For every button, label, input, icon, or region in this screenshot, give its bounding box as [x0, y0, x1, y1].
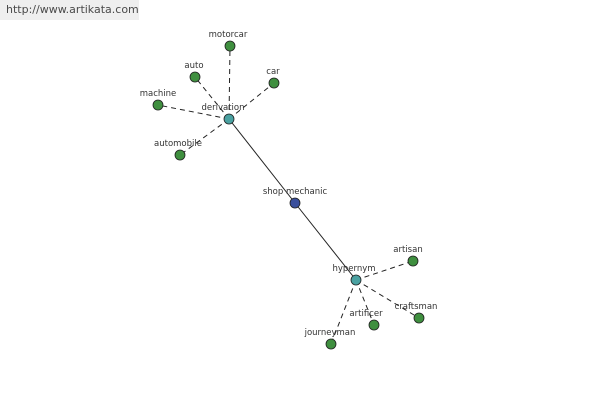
watermark-url: http://www.artikata.com — [0, 0, 139, 20]
edge-derivation-automobile — [179, 118, 230, 156]
nodes-layer — [152, 40, 425, 350]
labels-layer: motorcar auto car machine automobile artisan c… — [140, 30, 438, 338]
label-auto: auto — [184, 61, 203, 71]
node-car[interactable] — [268, 77, 280, 89]
node-artisan[interactable] — [407, 255, 419, 267]
edge-derivation-machine — [157, 104, 230, 120]
label-derivation: derivation — [201, 103, 244, 113]
edge-derivation-auto — [194, 76, 230, 120]
node-motorcar[interactable] — [224, 40, 236, 52]
label-artisan: artisan — [393, 245, 422, 255]
node-derivation[interactable] — [223, 113, 235, 125]
node-artificer[interactable] — [368, 319, 380, 331]
node-auto[interactable] — [189, 71, 201, 83]
label-journeyman: journeyman — [304, 328, 356, 338]
node-craftsman[interactable] — [413, 312, 425, 324]
label-car: car — [266, 67, 280, 77]
label-motorcar: motorcar — [209, 30, 248, 40]
node-machine[interactable] — [152, 99, 164, 111]
label-artificer: artificer — [349, 309, 383, 319]
label-craftsman: craftsman — [395, 302, 438, 312]
label-automobile: automobile — [154, 139, 202, 149]
edge-hypernym-craftsman — [355, 279, 420, 319]
edge-hypernym-journeyman — [330, 279, 357, 345]
label-hypernym: hypernym — [332, 264, 375, 274]
edge-derivation-motorcar — [228, 45, 231, 120]
label-shop-mechanic: shop mechanic — [263, 187, 328, 197]
edge-hypernym-artificer — [355, 279, 375, 326]
edge-hypernym-artisan — [355, 260, 414, 281]
edge-shop-mechanic-hypernym — [294, 202, 357, 281]
edge-shop-mechanic-derivation — [228, 118, 296, 204]
node-automobile[interactable] — [174, 149, 186, 161]
node-journeyman[interactable] — [325, 338, 337, 350]
edges-layer — [157, 45, 420, 345]
node-shop-mechanic[interactable] — [289, 197, 301, 209]
node-hypernym[interactable] — [350, 274, 362, 286]
label-machine: machine — [140, 89, 177, 99]
edge-derivation-car — [228, 82, 275, 120]
